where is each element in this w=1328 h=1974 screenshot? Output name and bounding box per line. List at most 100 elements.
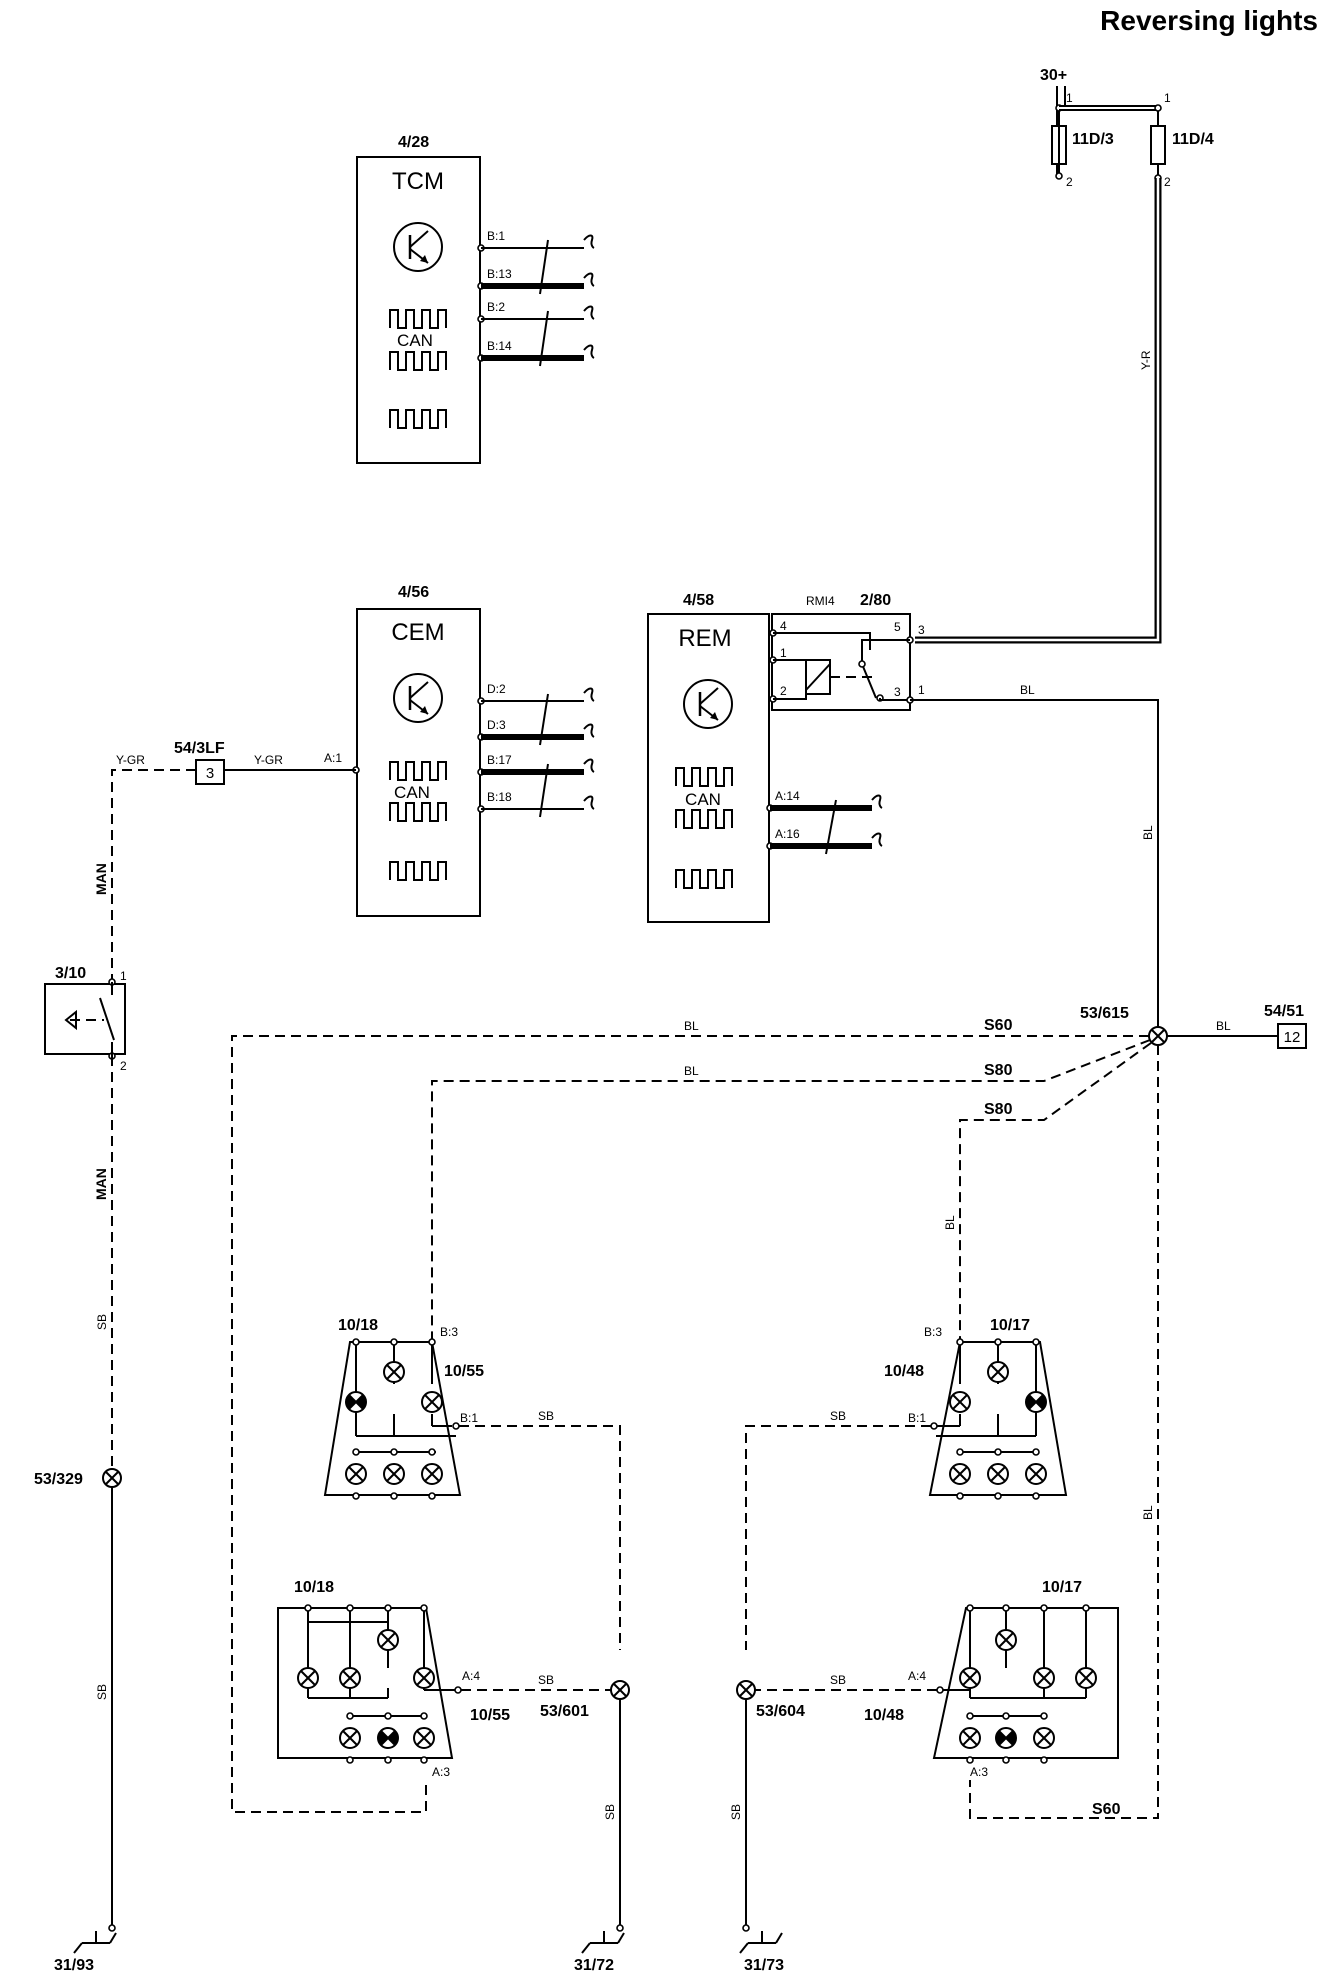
fuse-11d4-label: 11D/4: [1172, 131, 1214, 148]
switch-3-10: 3/10 1 2: [44, 965, 127, 1073]
lr-pin-a3: A:3: [970, 1765, 988, 1779]
ul-pin-b1: B:1: [460, 1411, 478, 1425]
ur-ref-1: 10/17: [990, 1317, 1030, 1334]
cem-pin-a1: A:1: [324, 751, 342, 765]
fuse-11d3-pin2: 2: [1066, 175, 1073, 189]
ll-ref-1: 10/18: [294, 1579, 334, 1596]
lamp-cluster-lower-right: 10/17 10/48 A:4 A:3: [864, 1579, 1119, 1779]
tcm-pin-b13: B:13: [487, 267, 512, 281]
fuse-11d4-pin2: 2: [1164, 175, 1171, 189]
wire-s60-label-2: S60: [1092, 1801, 1121, 1818]
rem-can: CAN: [685, 790, 721, 809]
relay-label: RMI4: [806, 594, 835, 608]
relay-pin-1: 1: [780, 646, 787, 660]
connector-right-ref: 54/51: [1264, 1003, 1304, 1020]
cem-ref: 4/56: [398, 584, 429, 601]
wire-bl-label-4: BL: [684, 1019, 699, 1033]
ground-right-ref: 31/73: [744, 1957, 784, 1974]
wire-sb-label-8: SB: [729, 1804, 743, 1820]
cem-pin-d2: D:2: [487, 682, 506, 696]
wire-bl-label-3: BL: [1216, 1019, 1231, 1033]
wire-sb-label-5: SB: [538, 1673, 554, 1687]
wire-man-label-1: MAN: [93, 863, 109, 895]
lamp-cluster-upper-right: 10/17 10/48 B:3 B:1: [884, 1317, 1068, 1500]
cem-module: 4/56 CEM CAN D:2 D:3 B:17 B:18 A:1: [324, 584, 595, 917]
lamp-cluster-lower-left: 10/18 10/55 A:4 A:3: [277, 1579, 510, 1779]
ul-ref-1: 10/18: [338, 1317, 378, 1334]
relay-pin-4: 4: [780, 619, 787, 633]
wire-s60-label-1: S60: [984, 1017, 1013, 1034]
switch-ref: 3/10: [55, 965, 86, 982]
wire-bl-label-1: BL: [1020, 683, 1035, 697]
ll-ref-2: 10/55: [470, 1707, 510, 1724]
ur-pin-b3: B:3: [924, 1325, 942, 1339]
tcm-can: CAN: [397, 331, 433, 350]
tcm-module: 4/28 TCM CAN B:1 B:13 B:2 B:14: [356, 134, 595, 464]
relay-pin-1b: 1: [918, 683, 925, 697]
switch-pin-1: 1: [120, 969, 127, 983]
tcm-name: TCM: [392, 168, 444, 195]
fuse-11d4-pin1: 1: [1164, 91, 1171, 105]
ul-pin-b3: B:3: [440, 1325, 458, 1339]
wire-sb-label-7: SB: [830, 1673, 846, 1687]
ur-pin-b1: B:1: [908, 1411, 926, 1425]
ll-pin-a4: A:4: [462, 1669, 480, 1683]
cem-can: CAN: [394, 783, 430, 802]
wire-s80-label-1: S80: [984, 1062, 1013, 1079]
relay-pin-3a: 3: [894, 685, 901, 699]
cem-pin-d3: D:3: [487, 718, 506, 732]
rem-module: 4/58 REM CAN A:14 A:16: [647, 592, 883, 923]
wire-sb-label-1: SB: [95, 1314, 109, 1330]
connector-54-3lf: 54/3LF 3: [174, 740, 225, 785]
connector-54-51: 54/51 12: [1264, 1003, 1307, 1049]
lr-pin-a4: A:4: [908, 1669, 926, 1683]
ur-ref-2: 10/48: [884, 1363, 924, 1380]
wire-sb-label-3: SB: [538, 1409, 554, 1423]
ll-pin-a3: A:3: [432, 1765, 450, 1779]
wire-bl-label-6: BL: [943, 1215, 957, 1230]
splice-center-ref: 53/615: [1080, 1005, 1129, 1022]
tcm-pin-b14: B:14: [487, 339, 512, 353]
wire-yr-label: Y-R: [1139, 350, 1153, 370]
fuse-11d3-pin1: 1: [1066, 91, 1073, 105]
wire-bl-label-2: BL: [1141, 825, 1155, 840]
wire-bl-label-7: BL: [1141, 1505, 1155, 1520]
tcm-pin-b1: B:1: [487, 229, 505, 243]
tcm-pin-b2: B:2: [487, 300, 505, 314]
splice-bl-left-ref: 53/601: [540, 1703, 589, 1720]
ground-mid-ref: 31/72: [574, 1957, 614, 1974]
rem-name: REM: [678, 625, 731, 652]
supply-label: 30+: [1040, 67, 1067, 84]
relay-pin-5: 5: [894, 620, 901, 634]
fuse-11d3-label: 11D/3: [1072, 131, 1114, 148]
wire-ygr-label-2: Y-GR: [254, 753, 283, 767]
relay-pin-3b: 3: [918, 623, 925, 637]
connector-left-pin: 3: [206, 765, 214, 782]
tcm-ref: 4/28: [398, 134, 429, 151]
wire-sb-label-4: SB: [830, 1409, 846, 1423]
switch-pin-2: 2: [120, 1059, 127, 1073]
rem-pin-a16: A:16: [775, 827, 800, 841]
wire-man-label-2: MAN: [93, 1168, 109, 1200]
rem-ref: 4/58: [683, 592, 714, 609]
wire-s80-label-2: S80: [984, 1101, 1013, 1118]
rem-pin-a14: A:14: [775, 789, 800, 803]
lr-ref-1: 10/17: [1042, 1579, 1082, 1596]
fuse-11d3: 11D/3 1 2: [1051, 86, 1114, 189]
wire-bl-label-5: BL: [684, 1064, 699, 1078]
wire-sb-label-2: SB: [95, 1684, 109, 1700]
fuse-11d4: 11D/4 1 2: [1150, 91, 1214, 189]
page-title: Reversing lights: [1100, 5, 1318, 36]
ground-left-ref: 31/93: [54, 1957, 94, 1974]
cem-pin-b18: B:18: [487, 790, 512, 804]
relay-ref: 2/80: [860, 592, 891, 609]
connector-left-ref: 54/3LF: [174, 740, 225, 757]
relay-pin-2: 2: [780, 684, 787, 698]
lr-ref-2: 10/48: [864, 1707, 904, 1724]
cem-name: CEM: [391, 619, 444, 646]
cem-pin-b17: B:17: [487, 753, 512, 767]
splice-bl-right-ref: 53/604: [756, 1703, 805, 1720]
splice-left-ref: 53/329: [34, 1471, 83, 1488]
lamp-cluster-upper-left: 10/18 10/55 B:3 B:1: [323, 1317, 484, 1500]
